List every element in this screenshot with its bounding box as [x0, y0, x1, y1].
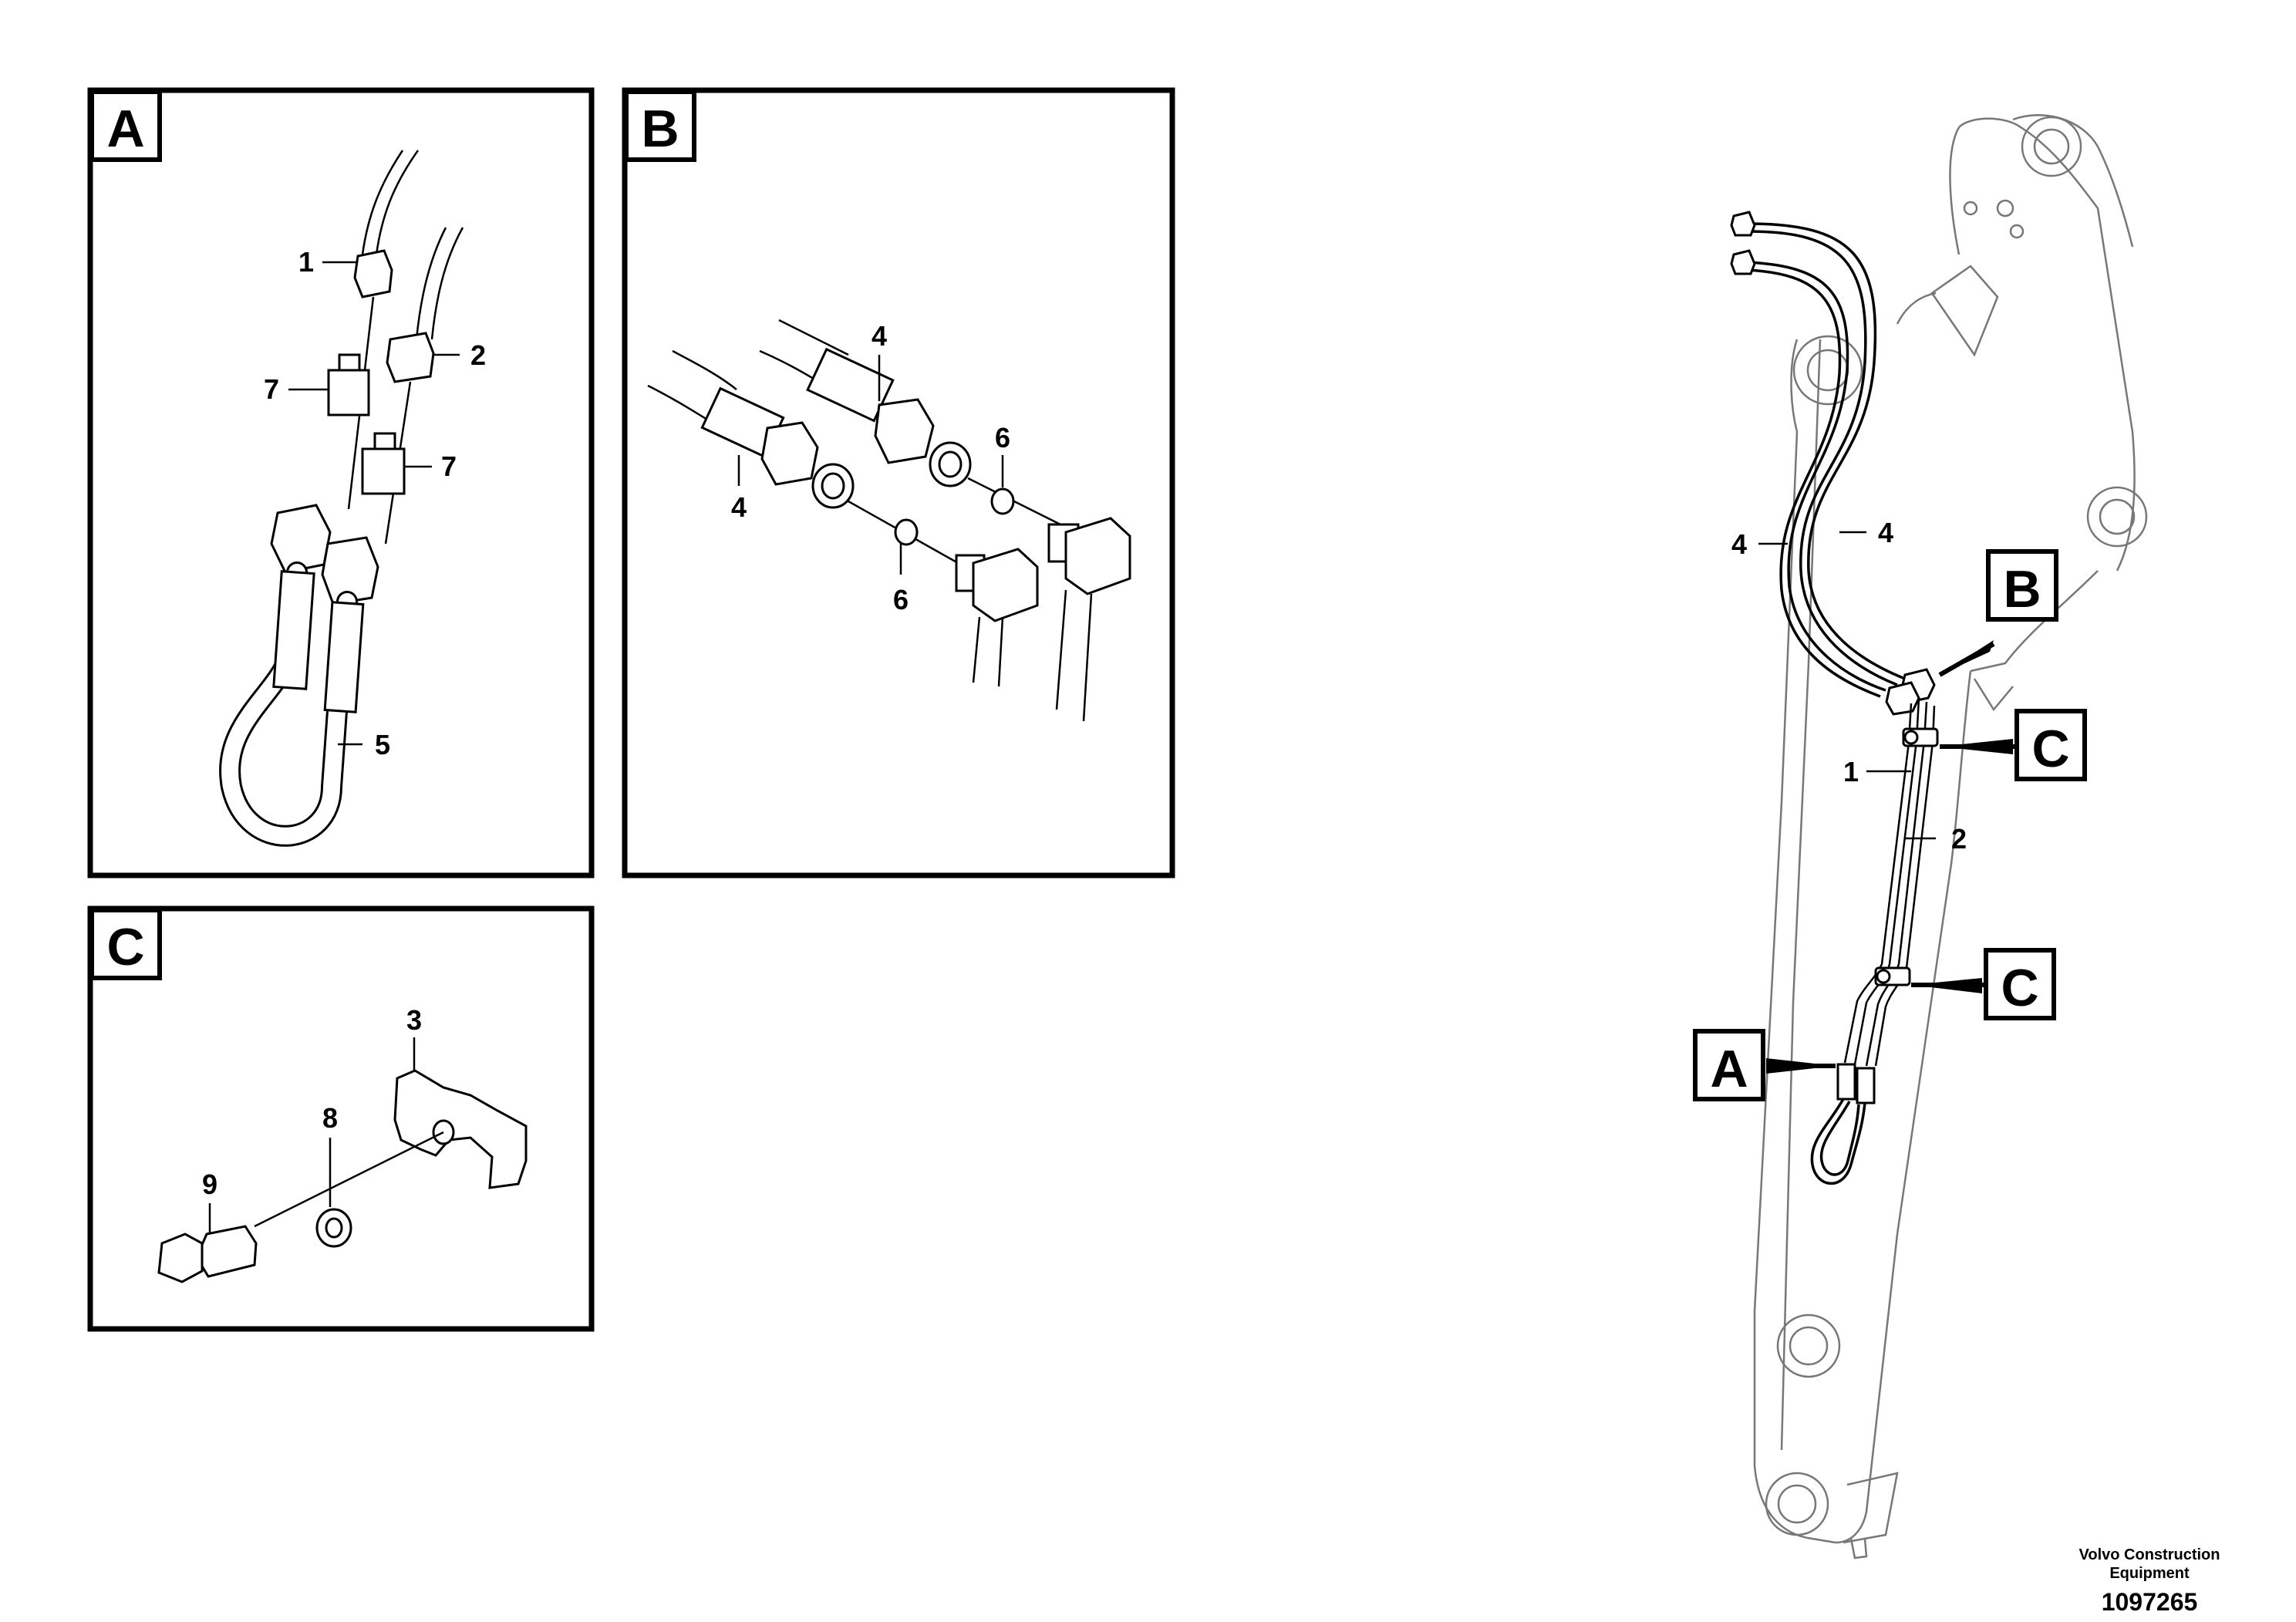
callout-a-1: 1	[298, 246, 314, 278]
overview-callout-4-left: 4	[1731, 528, 1747, 560]
panel-b-hose-drawing	[647, 319, 1131, 722]
svg-text:A: A	[1710, 1040, 1748, 1098]
panel-c-letter: C	[106, 918, 144, 976]
publisher-credit: Volvo Construction Equipment 1097265	[2079, 1546, 2220, 1616]
overview-callout-4-right: 4	[1878, 517, 1893, 548]
svg-text:C: C	[2001, 959, 2038, 1017]
callout-a-7-right: 7	[441, 450, 457, 482]
callout-c-8: 8	[322, 1102, 338, 1134]
elbow-fitting-left	[955, 548, 1039, 687]
callout-b-6-bottom: 6	[893, 584, 909, 615]
svg-text:C: C	[2031, 720, 2069, 778]
arm-body	[1753, 113, 2148, 1560]
callout-a-5: 5	[375, 729, 390, 760]
detail-panel-b: B	[622, 87, 1175, 878]
boom-arm-overview: 4 4 1 2 B C C A	[1693, 113, 2148, 1560]
panel-b-letter: B	[641, 99, 679, 158]
svg-text:B: B	[2003, 560, 2041, 619]
elbow-fitting-right	[1047, 517, 1131, 722]
detail-panel-c: C 3 8 9	[87, 905, 595, 1332]
detail-panel-a: A	[87, 87, 595, 878]
panel-a-letter: A	[106, 99, 144, 158]
credit-line-2: Equipment	[2109, 1565, 2190, 1582]
panel-b-letter-box	[624, 89, 696, 162]
arm-hoses	[1730, 211, 1939, 1185]
panel-c-letter-box	[89, 908, 162, 980]
callout-b-4-left: 4	[731, 491, 747, 523]
detail-marker-a: A	[1693, 1029, 1836, 1101]
callout-b-4-top: 4	[872, 320, 887, 352]
callout-c-9: 9	[202, 1168, 217, 1200]
credit-line-1: Volvo Construction	[2079, 1546, 2220, 1563]
overview-callout-2: 2	[1951, 823, 1967, 855]
callout-a-2: 2	[470, 339, 486, 371]
panel-c-clamp-drawing	[157, 1069, 528, 1283]
drawing-number: 1097265	[2102, 1588, 2198, 1616]
callout-b-6-top: 6	[995, 422, 1010, 454]
panel-a-hose-drawing	[219, 150, 464, 847]
callout-a-7-left: 7	[264, 373, 279, 405]
callout-c-3: 3	[406, 1004, 422, 1036]
detail-marker-b: B	[1938, 549, 2058, 677]
detail-marker-c-lower: C	[1911, 948, 2056, 1020]
overview-callout-1: 1	[1843, 756, 1859, 787]
panel-a-letter-box	[89, 89, 162, 162]
detail-marker-c-upper: C	[1940, 709, 2087, 781]
